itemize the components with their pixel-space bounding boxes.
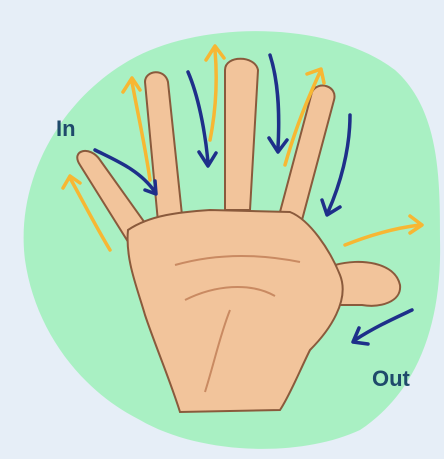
- out-label: Out: [372, 366, 410, 392]
- in-label: In: [56, 116, 76, 142]
